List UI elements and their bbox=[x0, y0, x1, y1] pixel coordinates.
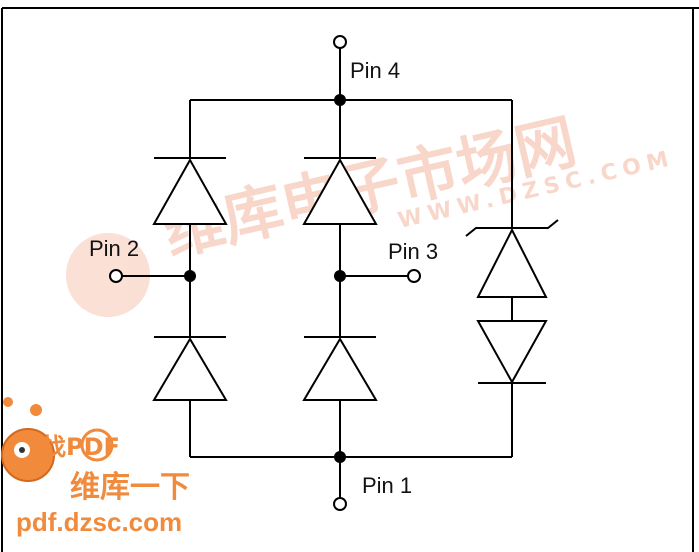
tvs-diode-upper bbox=[465, 219, 559, 298]
junction-left bbox=[184, 270, 196, 282]
junction-top bbox=[334, 94, 346, 106]
pin1-terminal bbox=[333, 497, 347, 511]
pin3-label: Pin 3 bbox=[388, 239, 438, 264]
pin-terminals bbox=[109, 35, 421, 511]
pdf-badge-icon bbox=[80, 428, 114, 462]
diode-left-top bbox=[152, 157, 228, 225]
watermark-logo-icon bbox=[66, 233, 150, 317]
junction-bottom bbox=[334, 451, 346, 463]
pin4-terminal bbox=[333, 35, 347, 49]
junction-middle bbox=[334, 270, 346, 282]
diode-middle-top bbox=[302, 157, 378, 225]
wires bbox=[122, 48, 513, 498]
junction-dots bbox=[184, 94, 346, 463]
pin2-terminal bbox=[109, 269, 123, 283]
diode-left-bottom bbox=[152, 336, 228, 401]
pin1-label: Pin 1 bbox=[362, 473, 412, 498]
watermark-corner-bottom: 维库一下 bbox=[70, 470, 190, 505]
watermark-corner-url: pdf.dzsc.com bbox=[16, 507, 182, 537]
tvs-diode-lower bbox=[476, 320, 548, 385]
pin3-terminal bbox=[407, 269, 421, 283]
diode-middle-bottom bbox=[302, 336, 378, 401]
pin2-label: Pin 2 bbox=[89, 236, 139, 261]
watermark-center: 维库电子市场网 WWW.DZSC.COM bbox=[66, 107, 677, 317]
pin4-label: Pin 4 bbox=[350, 58, 400, 83]
watermark-corner-top: 找PDF bbox=[42, 433, 120, 461]
watermark-corner: 找PDF 维库一下 pdf.dzsc.com bbox=[1, 397, 190, 537]
